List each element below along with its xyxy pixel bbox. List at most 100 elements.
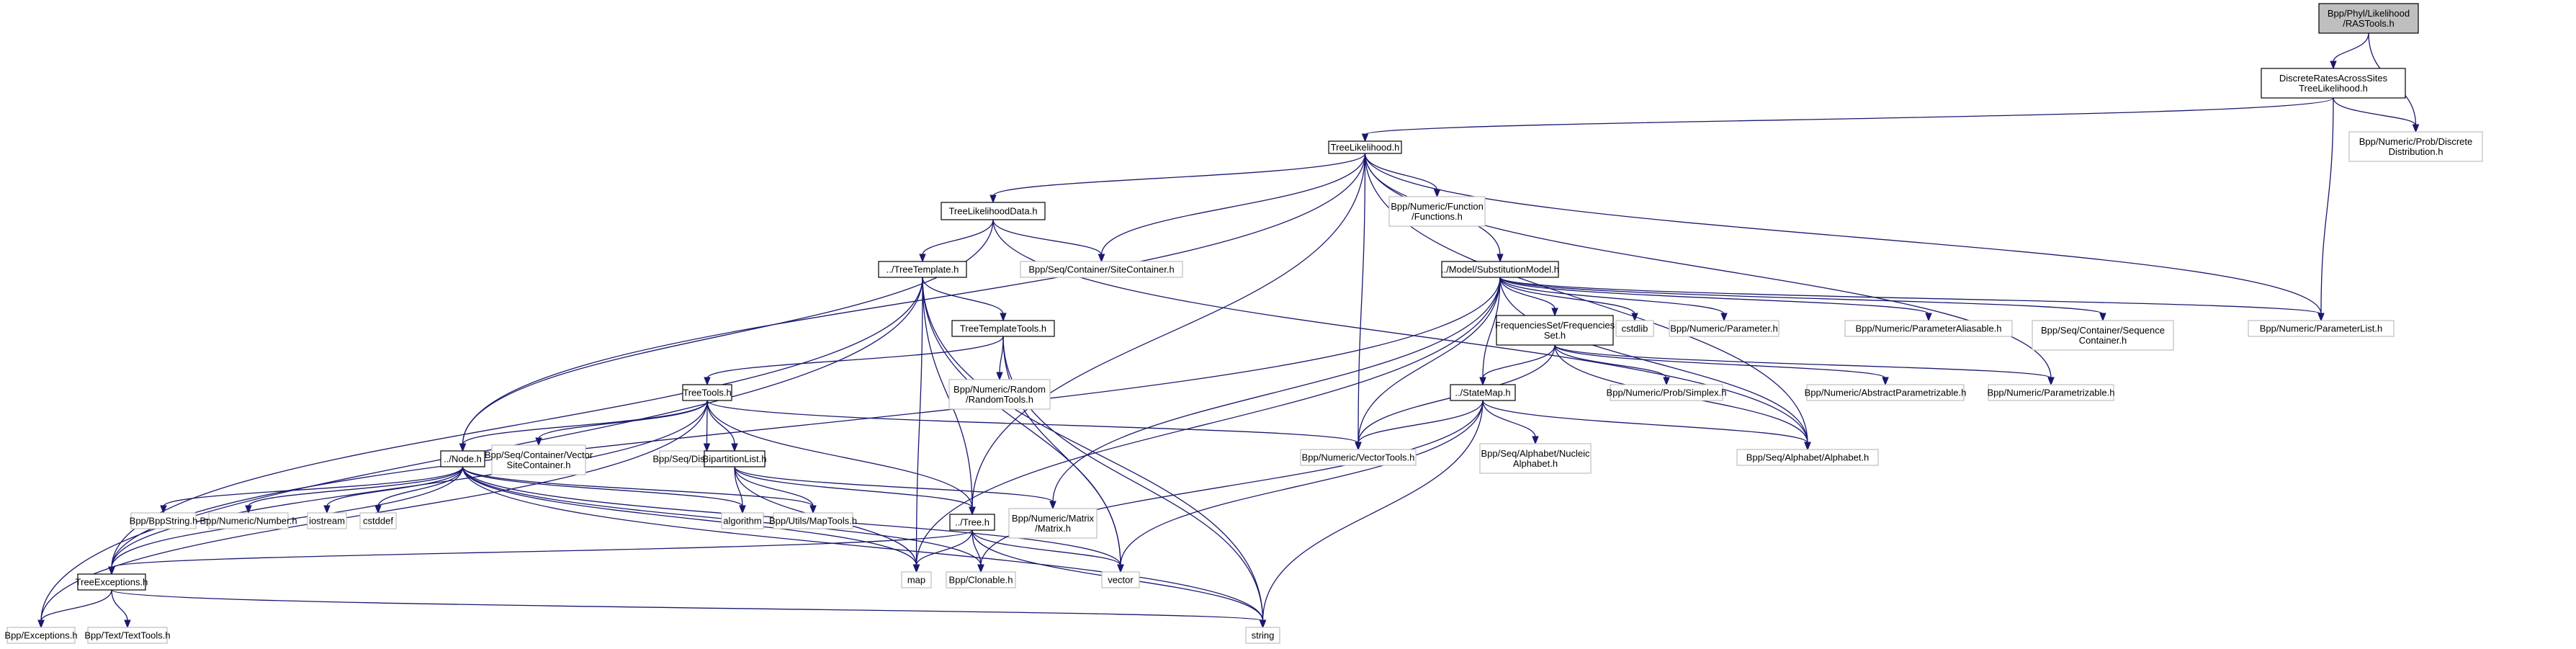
edge-line <box>2333 32 2369 63</box>
node-box <box>1388 196 1486 227</box>
node-matrix: Bpp/Numeric/Matrix/Matrix.h <box>1008 508 1098 539</box>
edge-line <box>1357 400 1484 444</box>
node-box <box>359 512 397 529</box>
edge-line <box>1364 153 2322 315</box>
node-iostream: iostream <box>307 512 347 529</box>
node-label: Bpp/Numeric/Prob/Discrete <box>2359 136 2473 147</box>
node-box <box>2348 131 2483 162</box>
edge-treelik-to-functions <box>1364 153 1441 198</box>
edge-line <box>915 277 923 566</box>
node-treetemplate[interactable]: ../TreeTemplate.h <box>878 261 967 278</box>
edge-freqset-to-simplex <box>1554 344 1670 386</box>
node-absparam: Bpp/Numeric/AbstractParametrizable.h <box>1805 384 1966 401</box>
node-rastools[interactable]: Bpp/Phyl/Likelihood/RASTools.h <box>2318 3 2419 34</box>
node-tldata[interactable]: TreeLikelihoodData.h <box>941 202 1046 220</box>
arrowhead-icon <box>703 443 711 452</box>
node-vectortools: Bpp/Numeric/VectorTools.h <box>1300 449 1417 466</box>
edge-treetools-to-bipart <box>706 400 738 452</box>
edge-line <box>538 400 708 439</box>
edge-line <box>706 336 1004 379</box>
edge-line <box>1499 277 1808 444</box>
node-treeexc[interactable]: TreeExceptions.h <box>76 573 148 591</box>
edge-ttt-to-treetools <box>704 336 1004 386</box>
edge-ttt-to-randomtools <box>996 336 1004 381</box>
node-ttt[interactable]: TreeTemplateTools.h <box>951 320 1055 337</box>
arrowhead-icon <box>160 505 167 514</box>
edge-tree-to-clonable <box>971 529 984 573</box>
edge-subsmodel-to-treeexc <box>108 277 1501 576</box>
node-bipart[interactable]: BipartitionList.h <box>703 450 767 467</box>
node-maptools: Bpp/Utils/MapTools.h <box>769 512 857 529</box>
node-sitecont: Bpp/Seq/Container/SiteContainer.h <box>1020 261 1183 278</box>
node-treelik[interactable]: TreeLikelihood.h <box>1328 140 1402 154</box>
arrowhead-icon <box>124 619 131 629</box>
edge-treetools-to-node <box>459 400 708 452</box>
edge-bipart-to-matrix <box>734 466 1056 510</box>
edge-line <box>734 466 814 507</box>
edge-line <box>40 277 923 622</box>
node-box <box>2318 3 2419 34</box>
edge-line <box>462 400 708 445</box>
node-label: BipartitionList.h <box>703 454 767 465</box>
edge-line <box>922 219 994 256</box>
edge-line <box>2333 97 2417 126</box>
node-tree[interactable]: ../Tree.h <box>949 514 995 531</box>
node-label: Bpp/Numeric/Function <box>1391 201 1484 212</box>
edge-line <box>1100 153 1366 256</box>
arrowhead-icon <box>1433 189 1441 198</box>
arrowhead-icon <box>37 619 45 629</box>
node-node[interactable]: ../Node.h <box>440 450 485 467</box>
node-label: Bpp/Seq/Container/SiteContainer.h <box>1028 264 1174 275</box>
edge-line <box>706 400 1359 444</box>
edge-tree-to-map <box>912 529 973 573</box>
edge-treelik-to-node <box>459 153 1366 452</box>
edge-tree-to-vector <box>971 529 1124 573</box>
edge-subsmodel-to-matrix <box>1049 277 1501 510</box>
edge-line <box>706 400 973 509</box>
edge-line <box>1262 400 1484 622</box>
node-label: Bpp/Numeric/Prob/Simplex.h <box>1607 388 1727 398</box>
node-subsmodel[interactable]: ../Model/SubstitutionModel.h <box>1441 261 1559 278</box>
edge-line <box>1554 344 2052 379</box>
arrowhead-icon <box>459 443 467 452</box>
nodes-layer: Bpp/Phyl/Likelihood/RASTools.hDiscreteRa… <box>4 3 2483 644</box>
node-label: string <box>1252 630 1275 641</box>
node-label: iostream <box>309 516 345 527</box>
arrowhead-icon <box>1663 377 1670 386</box>
node-map: map <box>901 571 932 588</box>
edge-line <box>1499 277 1929 315</box>
arrowhead-icon <box>996 372 1003 381</box>
node-box <box>704 450 766 467</box>
node-functions: Bpp/Numeric/Function/Functions.h <box>1388 196 1486 227</box>
node-box <box>1101 571 1140 588</box>
node-box <box>1479 443 1592 474</box>
node-algorithm: algorithm <box>721 512 764 529</box>
edge-subsmodel-to-vectortools <box>1355 277 1501 451</box>
edge-treeexc-to-exceptions <box>37 589 112 629</box>
node-label: ../StateMap.h <box>1455 388 1510 398</box>
node-label: DiscreteRatesAcrossSites <box>2279 73 2388 84</box>
edge-tldata-to-treetemplate <box>919 219 994 263</box>
edge-line <box>1499 277 2104 315</box>
node-label: TreeLikelihood.h <box>1331 142 1400 153</box>
arrowhead-icon <box>1259 619 1267 629</box>
node-treetools[interactable]: TreeTools.h <box>682 384 732 401</box>
node-box <box>491 444 586 475</box>
arrowhead-icon <box>1551 308 1558 317</box>
node-label: Bpp/Numeric/VectorTools.h <box>1302 452 1415 463</box>
node-statemap[interactable]: ../StateMap.h <box>1450 384 1516 401</box>
node-label: Bpp/Numeric/Number.h <box>199 516 297 527</box>
edge-line <box>915 277 1501 566</box>
node-label: Bpp/Numeric/ParameterList.h <box>2260 323 2383 334</box>
node-freqset[interactable]: FrequenciesSet/FrequenciesSet.h <box>1495 315 1615 346</box>
node-box <box>1450 384 1516 401</box>
edge-bipart-to-algorithm <box>734 466 746 514</box>
arrowhead-icon <box>969 506 976 516</box>
node-box <box>1615 320 1654 337</box>
edge-treeexc-to-string <box>111 589 1267 629</box>
node-label: Container.h <box>2079 335 2127 346</box>
node-box <box>1020 261 1183 278</box>
